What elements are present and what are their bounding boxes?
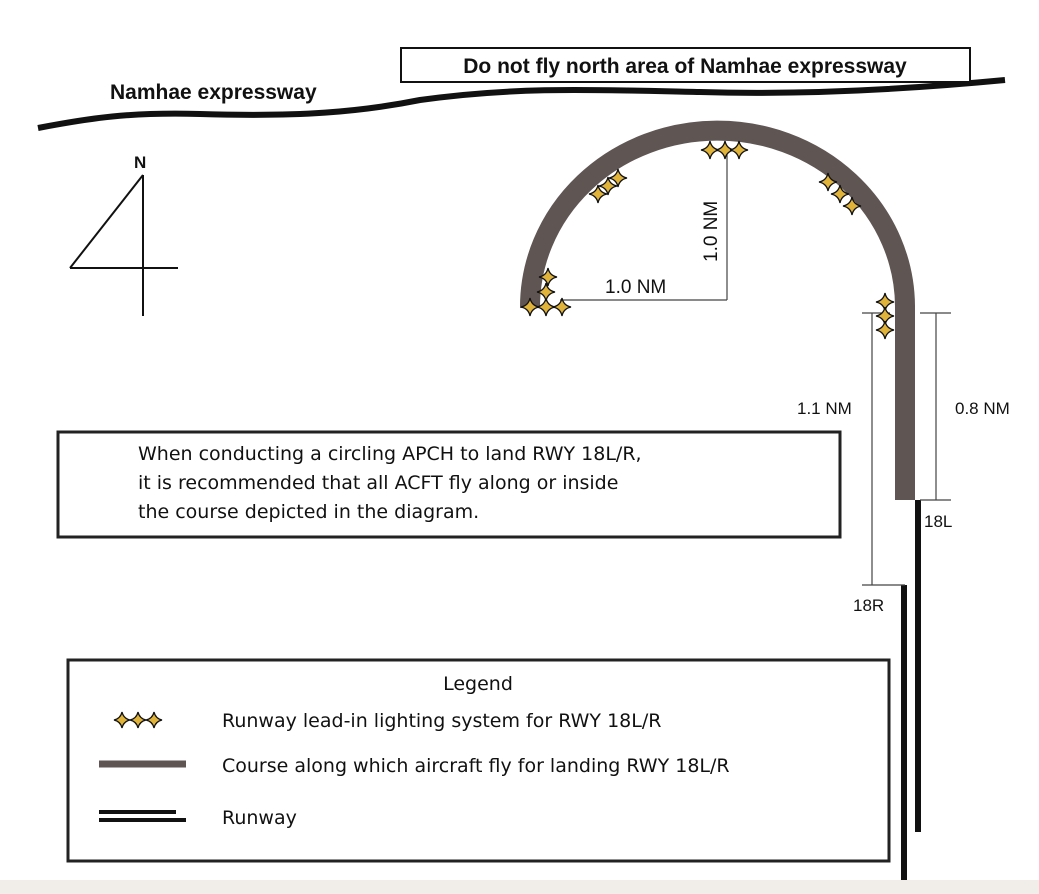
light-icon <box>700 140 720 160</box>
light-icon <box>113 711 131 729</box>
legend-label-runway: Runway <box>222 807 297 829</box>
light-icon <box>608 168 628 188</box>
expressway-label: Namhae expressway <box>110 81 317 104</box>
light-icon <box>842 196 862 216</box>
runway-icon <box>99 810 186 822</box>
light-icon <box>729 140 749 160</box>
note-line-1: When conducting a circling APCH to land … <box>138 443 642 465</box>
north-arrow-icon <box>69 174 178 316</box>
light-icon <box>536 297 556 317</box>
lead-in-lights-icon <box>113 711 163 729</box>
note-box <box>56 430 842 539</box>
light-icon <box>830 184 850 204</box>
light-icon <box>715 140 735 160</box>
light-icon <box>598 176 618 196</box>
dim-18r: 1.1 NM <box>797 399 852 418</box>
light-icon <box>538 267 558 287</box>
warning-box <box>400 47 971 83</box>
north-label: N <box>134 153 146 172</box>
expressway-line <box>37 77 1006 131</box>
light-icon <box>875 320 895 340</box>
runway-18r-label: 18R <box>853 596 884 615</box>
light-icon <box>536 282 556 302</box>
light-icon <box>588 184 608 204</box>
dim-vertical: 1.0 NM <box>701 201 722 262</box>
lead-in-lights <box>520 140 895 340</box>
dimension-lines <box>560 150 951 586</box>
note-line-2: it is recommended that all ACFT fly alon… <box>138 472 618 494</box>
circling-course <box>519 120 915 500</box>
legend-label-course: Course along which aircraft fly for land… <box>222 755 730 777</box>
light-icon <box>552 297 572 317</box>
light-icon <box>145 711 163 729</box>
legend-label-lights: Runway lead-in lighting system for RWY 1… <box>222 710 661 732</box>
warning-text: Do not fly north area of Namhae expressw… <box>463 55 907 78</box>
runway-18l-label: 18L <box>924 512 952 531</box>
note-line-3: the course depicted in the diagram. <box>138 501 479 523</box>
bottom-band <box>0 880 1039 894</box>
legend-box <box>66 658 891 863</box>
light-icon <box>818 172 838 192</box>
dim-18l: 0.8 NM <box>955 399 1010 418</box>
dim-horizontal: 1.0 NM <box>605 277 666 298</box>
light-icon <box>129 711 147 729</box>
legend-title: Legend <box>443 673 513 695</box>
light-icon <box>520 297 540 317</box>
